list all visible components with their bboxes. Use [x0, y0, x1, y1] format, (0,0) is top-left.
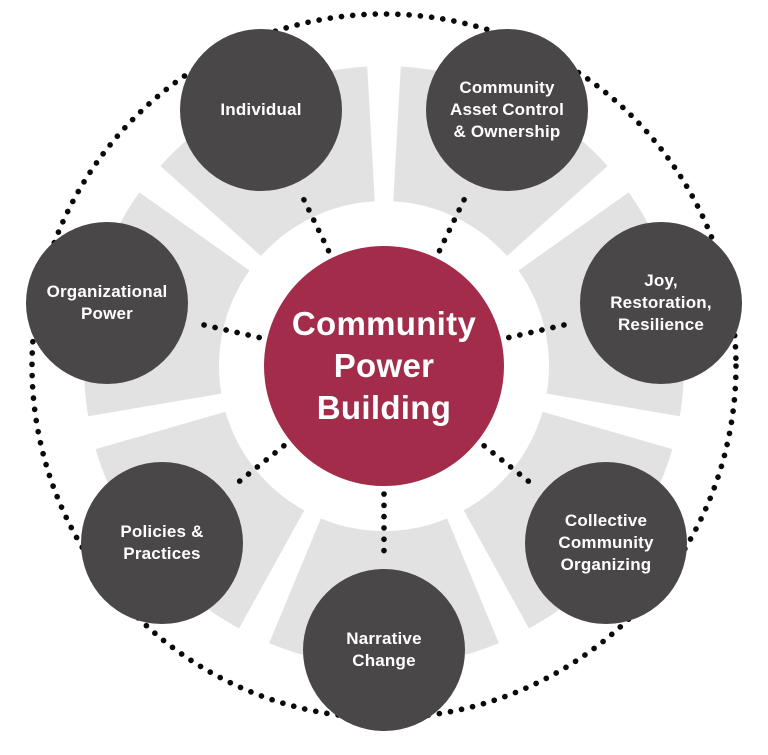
node-label-policies-practices: Policies & Practices [120, 521, 204, 563]
node-label-community-asset-control-ownership: Community Asset Control & Ownership [449, 77, 565, 142]
node-label-individual: Individual [220, 99, 302, 119]
node-collective-community-organizing: Collective Community Organizing [525, 462, 687, 624]
center-spoke-collective [481, 443, 534, 486]
center-spoke-organizational [197, 321, 262, 341]
center-spoke-community-asset [436, 193, 469, 254]
node-joy-restoration-resilience: Joy, Restoration, Resilience [580, 222, 742, 384]
center-spoke-policies [234, 443, 287, 486]
center-spoke-joy [506, 321, 571, 341]
node-organizational-power: Organizational Power [26, 222, 188, 384]
node-label-narrative-change: Narrative Change [346, 628, 422, 670]
center-spoke-individual [299, 193, 332, 254]
center-label: Community Power Building [291, 304, 477, 427]
node-label-joy-restoration-resilience: Joy, Restoration, Resilience [610, 270, 712, 335]
center-node-community-power-building: Community Power Building [264, 246, 504, 486]
node-policies-practices: Policies & Practices [81, 462, 243, 624]
node-label-collective-community-organizing: Collective Community Organizing [558, 510, 654, 575]
node-label-organizational-power: Organizational Power [46, 281, 168, 323]
node-narrative-change: Narrative Change [303, 569, 465, 731]
node-community-asset-control-ownership: Community Asset Control & Ownership [426, 29, 588, 191]
node-individual: Individual [180, 29, 342, 191]
